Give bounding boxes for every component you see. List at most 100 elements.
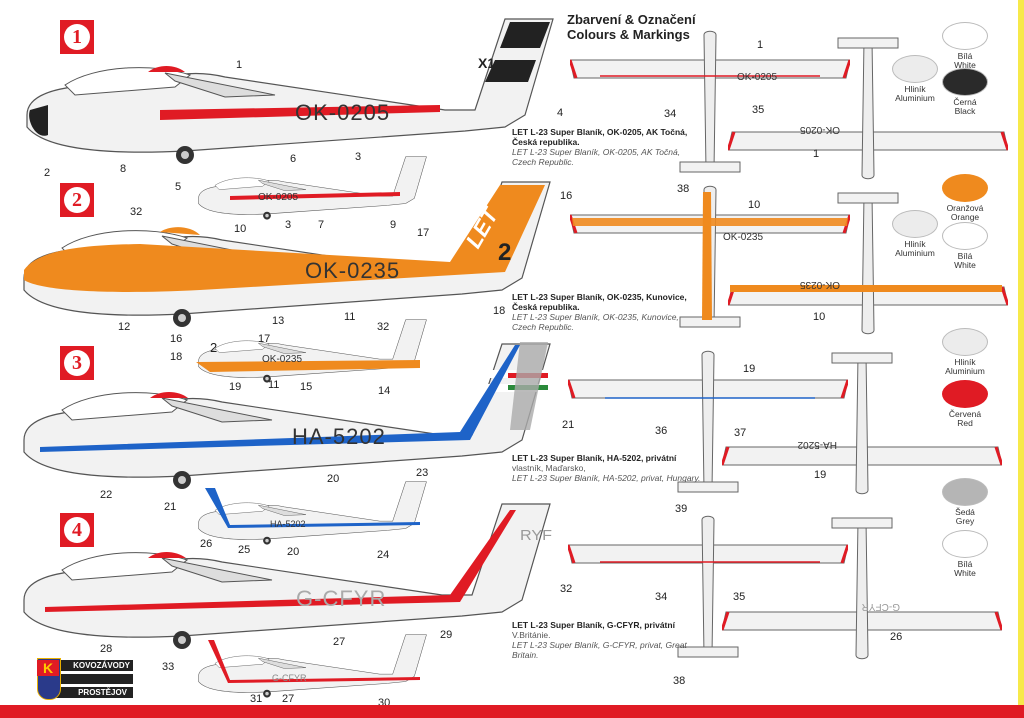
scheme-1-top-views: OK-0205 OK-0205 34 35 38 1 1 bbox=[570, 30, 1008, 195]
svg-text:39: 39 bbox=[675, 503, 687, 515]
svg-text:4: 4 bbox=[557, 107, 563, 119]
svg-text:6: 6 bbox=[290, 153, 296, 165]
svg-text:3: 3 bbox=[285, 219, 291, 231]
svg-text:12: 12 bbox=[118, 321, 130, 333]
svg-text:38: 38 bbox=[677, 183, 689, 195]
svg-text:38: 38 bbox=[673, 675, 685, 687]
scheme-2-small-side-view: OK-0235 2 16 17 18 11 15 14 32 bbox=[170, 319, 427, 397]
scheme-4-top-views: G-CFYR 34 35 38 26 bbox=[568, 515, 1002, 687]
scheme-badge-2: 2 bbox=[60, 183, 94, 217]
bottom-strip bbox=[0, 705, 1024, 718]
svg-text:33: 33 bbox=[162, 661, 174, 673]
svg-text:G-CFYR: G-CFYR bbox=[272, 673, 307, 683]
svg-text:OK-0235: OK-0235 bbox=[305, 258, 400, 283]
svg-text:10: 10 bbox=[748, 199, 760, 211]
svg-text:9: 9 bbox=[390, 219, 396, 231]
title-en: Colours & Markings bbox=[567, 27, 690, 42]
svg-text:20: 20 bbox=[327, 473, 339, 485]
svg-text:19: 19 bbox=[814, 469, 826, 481]
markings-sheet: Zbarvení & Označení Colours & Markings 1… bbox=[0, 0, 1018, 705]
scheme-2-top-views: OK-0235 OK-0235 10 10 bbox=[570, 185, 1008, 335]
svg-text:36: 36 bbox=[655, 425, 667, 437]
svg-text:32: 32 bbox=[130, 206, 142, 218]
svg-text:25: 25 bbox=[238, 544, 250, 556]
svg-text:18: 18 bbox=[493, 305, 505, 317]
svg-text:OK-0235: OK-0235 bbox=[262, 354, 302, 365]
svg-text:17: 17 bbox=[417, 227, 429, 239]
svg-text:8: 8 bbox=[120, 163, 126, 175]
svg-text:13: 13 bbox=[272, 315, 284, 327]
svg-text:32: 32 bbox=[377, 321, 389, 333]
scheme-4-small-side-view: G-CFYR 33 31 27 30 bbox=[162, 634, 427, 705]
svg-text:3: 3 bbox=[355, 151, 361, 163]
kovozavody-logo: KOVOZÁVODY PROSTĚJOV K bbox=[27, 658, 133, 702]
svg-text:HA-5202: HA-5202 bbox=[292, 424, 386, 449]
svg-text:1: 1 bbox=[236, 59, 242, 71]
svg-text:2: 2 bbox=[498, 239, 511, 266]
svg-text:HA-5202: HA-5202 bbox=[797, 439, 837, 450]
svg-text:OK-0205: OK-0205 bbox=[258, 192, 298, 203]
svg-text:19: 19 bbox=[229, 381, 241, 393]
svg-text:30: 30 bbox=[378, 697, 390, 705]
scheme-1-small-side-view: OK-0205 5 3 7 9 bbox=[175, 156, 427, 231]
svg-text:22: 22 bbox=[100, 489, 112, 501]
svg-text:1: 1 bbox=[757, 39, 763, 51]
scheme-3-top-views: HA-5202 36 37 39 19 19 bbox=[568, 350, 1002, 515]
svg-text:20: 20 bbox=[287, 546, 299, 558]
svg-text:16: 16 bbox=[560, 190, 572, 202]
svg-text:11: 11 bbox=[268, 379, 279, 391]
svg-text:28: 28 bbox=[100, 643, 112, 655]
svg-text:27: 27 bbox=[282, 693, 294, 705]
svg-text:26: 26 bbox=[890, 631, 902, 643]
svg-text:23: 23 bbox=[416, 467, 428, 479]
svg-text:29: 29 bbox=[440, 629, 452, 641]
scheme-badge-3: 3 bbox=[60, 346, 94, 380]
svg-text:32: 32 bbox=[560, 583, 572, 595]
svg-text:5: 5 bbox=[175, 181, 181, 193]
svg-text:HA-5202: HA-5202 bbox=[270, 519, 306, 529]
scheme-badge-4: 4 bbox=[60, 513, 94, 547]
scheme-1-side-view: OK-0205 X1 1 2 8 6 3 4 bbox=[26, 18, 563, 179]
svg-text:OK-0235: OK-0235 bbox=[800, 279, 840, 290]
svg-text:35: 35 bbox=[733, 591, 745, 603]
svg-text:11: 11 bbox=[344, 311, 355, 323]
svg-text:OK-0205: OK-0205 bbox=[737, 72, 777, 83]
svg-text:15: 15 bbox=[300, 381, 312, 393]
scheme-3-caption: LET L-23 Super Blaník, HA-5202, privátní… bbox=[512, 453, 701, 483]
svg-text:34: 34 bbox=[664, 108, 676, 120]
svg-text:17: 17 bbox=[258, 333, 270, 345]
svg-text:G-CFYR: G-CFYR bbox=[862, 601, 900, 612]
svg-text:34: 34 bbox=[655, 591, 667, 603]
scheme-4-side-view: G-CFYR RYF 26 28 27 29 32 bbox=[23, 503, 572, 655]
svg-text:2: 2 bbox=[44, 167, 50, 179]
scheme-3-small-side-view: HA-5202 21 25 20 24 bbox=[164, 481, 427, 561]
svg-text:2: 2 bbox=[210, 340, 217, 355]
scheme-3-side-view: HA-5202 19 22 20 23 21 bbox=[23, 342, 574, 501]
svg-text:31: 31 bbox=[250, 693, 262, 705]
svg-text:OK-0235: OK-0235 bbox=[723, 232, 763, 243]
glider-drawings: OK-0205 X1 1 2 8 6 3 4 OK-0205 5 3 7 9 O… bbox=[23, 18, 1008, 705]
svg-text:OK-0205: OK-0205 bbox=[295, 100, 390, 125]
svg-text:X1: X1 bbox=[478, 55, 495, 71]
svg-text:21: 21 bbox=[164, 501, 176, 513]
svg-text:14: 14 bbox=[378, 385, 390, 397]
svg-text:37: 37 bbox=[734, 427, 746, 439]
svg-text:RYF: RYF bbox=[520, 527, 552, 544]
svg-text:35: 35 bbox=[752, 104, 764, 116]
svg-text:G-CFYR: G-CFYR bbox=[296, 586, 386, 611]
svg-text:21: 21 bbox=[562, 419, 574, 431]
svg-text:10: 10 bbox=[813, 311, 825, 323]
sheet-title: Zbarvení & Označení Colours & Markings bbox=[567, 12, 696, 42]
svg-text:16: 16 bbox=[170, 333, 182, 345]
title-cz: Zbarvení & Označení bbox=[567, 12, 696, 27]
svg-text:OK-0205: OK-0205 bbox=[800, 124, 840, 135]
svg-text:24: 24 bbox=[377, 549, 389, 561]
scheme-1-caption: LET L-23 Super Blaník, OK-0205, AK Točná… bbox=[512, 127, 688, 167]
